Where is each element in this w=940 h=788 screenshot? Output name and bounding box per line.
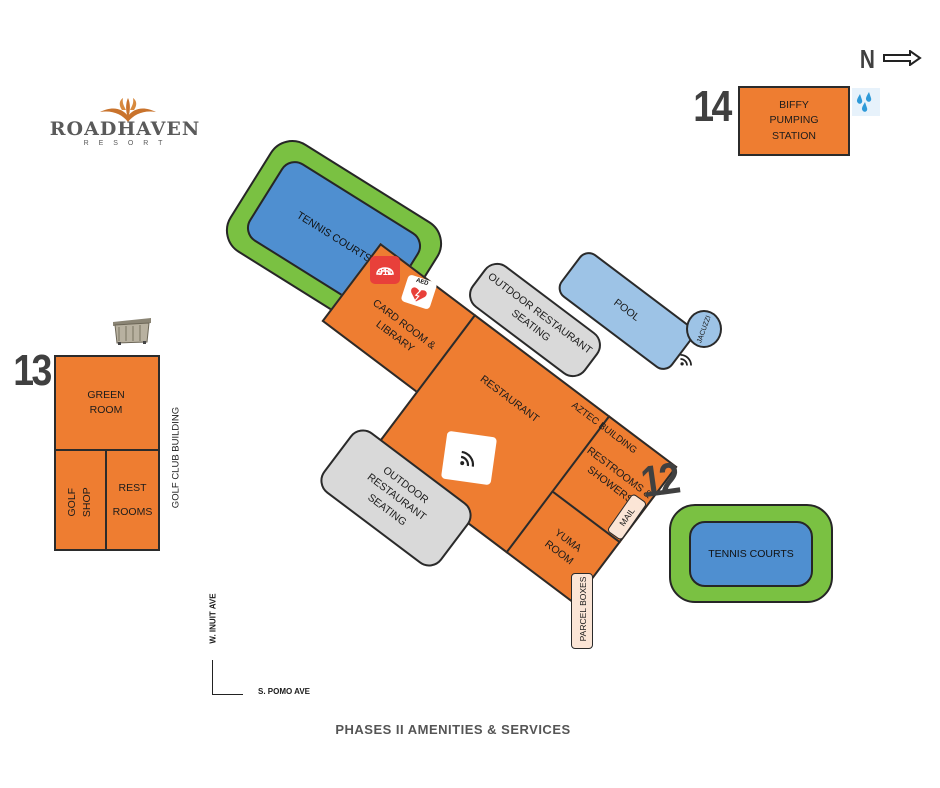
golf-shop-label: GOLF SHOP xyxy=(65,487,93,518)
biffy-pumping-station[interactable]: BIFFY PUMPING STATION xyxy=(738,86,850,156)
jacuzzi-label: JACUZZI xyxy=(695,314,713,344)
aed-icon: AED xyxy=(400,274,438,310)
parcel-boxes[interactable]: PARCEL BOXES xyxy=(571,573,593,649)
wifi-icon-pool xyxy=(678,350,696,373)
arrow-right-icon xyxy=(883,50,922,66)
pool-label: POOL xyxy=(611,296,642,325)
tennis-courts-right-inner: TENNIS COURTS xyxy=(689,521,813,587)
wifi-icon-restaurant xyxy=(440,430,498,486)
green-room[interactable]: GREEN ROOM xyxy=(56,357,156,449)
water-drops-icon xyxy=(852,88,880,116)
emergency-911-icon: 911 xyxy=(370,256,400,284)
street-pomo-label: S. POMO AVE xyxy=(258,687,311,696)
tennis-courts-right-label: TENNIS COURTS xyxy=(708,548,794,560)
jacuzzi[interactable]: JACUZZI xyxy=(686,310,722,348)
green-room-label: GREEN ROOM xyxy=(87,388,125,416)
rest-rooms[interactable]: REST ROOMS xyxy=(107,451,158,549)
yuma-room-label: YUMA ROOM xyxy=(542,526,584,568)
building-number-13: 13 xyxy=(13,346,52,395)
resort-logo: ROADHAVEN R E S O R T xyxy=(30,96,220,152)
street-corner xyxy=(212,660,243,695)
emergency-911-label: 911 xyxy=(377,267,393,277)
north-indicator: N xyxy=(858,44,928,74)
restaurant-label: RESTAURANT xyxy=(477,373,541,426)
street-inuit-label: W. INUIT AVE xyxy=(208,593,218,644)
phoenix-icon xyxy=(100,98,156,122)
parcel-label: PARCEL BOXES xyxy=(578,576,588,642)
tennis-courts-top-label: TENNIS COURTS xyxy=(294,209,374,265)
map-title: PHASES II AMENITIES & SERVICES xyxy=(335,722,571,737)
tennis-courts-right[interactable]: TENNIS COURTS xyxy=(669,504,833,603)
dumpster-icon xyxy=(110,312,154,346)
golf-club-building[interactable]: GREEN ROOM GOLF SHOP REST ROOMS xyxy=(54,355,160,551)
golf-club-building-label: GOLF CLUB BUILDING xyxy=(170,406,182,509)
rest-rooms-label: REST ROOMS xyxy=(112,481,153,518)
golf-shop[interactable]: GOLF SHOP xyxy=(56,451,105,549)
logo-subtitle: R E S O R T xyxy=(83,140,167,147)
building-number-14: 14 xyxy=(693,82,732,131)
biffy-label: BIFFY PUMPING STATION xyxy=(769,99,819,142)
logo-name: ROADHAVEN xyxy=(49,118,201,140)
north-label: N xyxy=(859,44,875,74)
